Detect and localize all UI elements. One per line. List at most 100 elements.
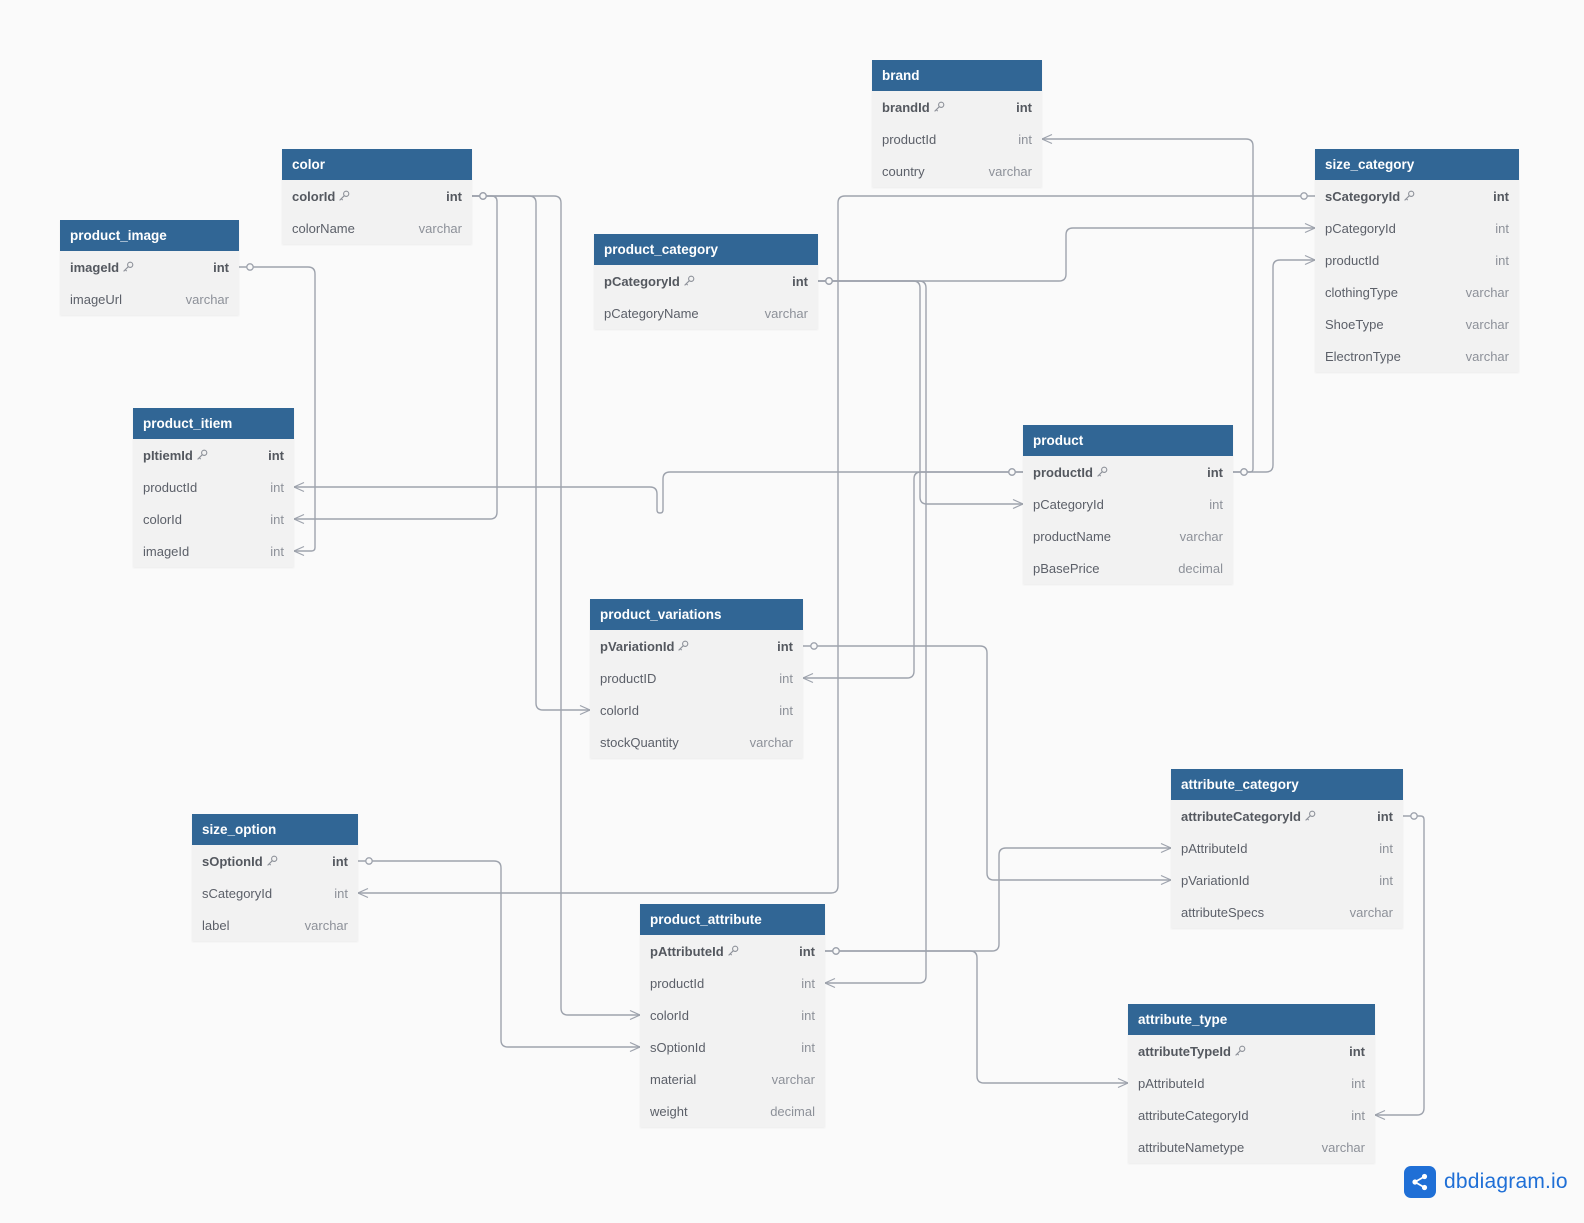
field-name-text: material [650, 1071, 697, 1087]
table-header[interactable]: size_category [1315, 149, 1519, 180]
relationship-line [818, 227, 1315, 282]
table-header[interactable]: product_category [594, 234, 818, 265]
field-type: int [268, 447, 284, 463]
field-name-text: attributeCategoryId [1181, 808, 1301, 824]
field-name: productId [1325, 253, 1379, 268]
many-end-marker [823, 977, 836, 989]
field-name-text: sOptionId [650, 1039, 706, 1055]
table-header[interactable]: product [1023, 425, 1233, 456]
field-type: varchar [764, 305, 808, 321]
field-name-text: pItiemId [143, 447, 193, 463]
dbdiagram-logo[interactable]: dbdiagram.io [1404, 1166, 1568, 1198]
one-end-marker [365, 857, 373, 865]
field-type: varchar [418, 220, 462, 236]
field-name-text: label [202, 917, 230, 933]
key-icon [677, 640, 689, 652]
field-name-text: pVariationId [600, 638, 675, 654]
table-header[interactable]: product_attribute [640, 904, 825, 935]
field-type: varchar [988, 163, 1032, 179]
field-row[interactable]: pItiemId int [133, 439, 294, 471]
table-header[interactable]: brand [872, 60, 1042, 91]
table-header[interactable]: color [282, 149, 472, 180]
field-name: colorId [143, 512, 182, 527]
relationship-line [803, 645, 1171, 881]
field-name: clothingType [1325, 285, 1398, 300]
field-name-text: productName [1033, 528, 1112, 544]
table-header[interactable]: size_option [192, 814, 358, 845]
field-name-text: sCategoryId [1325, 188, 1401, 204]
field-row[interactable]: colorName varchar [282, 212, 472, 244]
field-name-text: sOptionId [202, 853, 263, 869]
field-type: int [213, 259, 229, 275]
table-header[interactable]: attribute_type [1128, 1004, 1375, 1035]
relationship-line [472, 195, 590, 711]
table-header[interactable]: product_image [60, 220, 239, 251]
field-type: int [779, 702, 793, 718]
table-header[interactable]: product_itiem [133, 408, 294, 439]
field-type: int [1349, 1043, 1365, 1059]
field-name-text: colorName [292, 220, 355, 236]
table-header[interactable]: product_variations [590, 599, 803, 630]
table-header[interactable]: attribute_category [1171, 769, 1403, 800]
key-icon [338, 190, 350, 202]
field-name: colorId [292, 189, 350, 204]
one-end-marker [832, 947, 840, 955]
field-name-text: sCategoryId [202, 885, 273, 901]
